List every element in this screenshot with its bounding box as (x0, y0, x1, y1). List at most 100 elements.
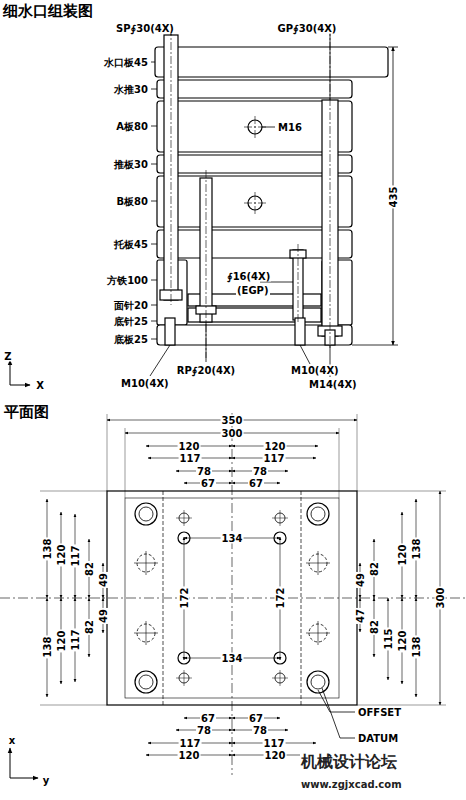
bolt-label: M10(4X) (290, 365, 340, 376)
dimension: 138 (411, 538, 422, 561)
part-label: ∮16(4X) (226, 271, 271, 282)
dimension: 138 (42, 636, 53, 659)
hole-cross (134, 621, 158, 645)
thread-label: M16 (277, 122, 303, 133)
dimension: 138 (411, 636, 422, 659)
part-label: SP∮30(4X) (115, 23, 175, 34)
dimension: 82 (84, 561, 95, 577)
axis-label: y (42, 775, 51, 786)
hole-cross (306, 621, 330, 645)
note-label: OFFSET (357, 707, 402, 718)
extension-line (357, 414, 358, 491)
axis-label: Z (3, 351, 12, 362)
plate-label: 方铁100 (106, 275, 149, 286)
front-centerlines (171, 28, 330, 358)
plate-label: 面针20 (113, 300, 149, 311)
extension-line (40, 491, 107, 492)
dimension: 67 (248, 713, 264, 724)
dimension: 117 (263, 738, 286, 749)
plan-centerlines (0, 413, 466, 775)
dimension: 49 (98, 572, 109, 588)
dimension-lines (40, 414, 446, 755)
pin-hole (311, 675, 325, 689)
dimension: 120 (264, 441, 287, 452)
dimension: 172 (179, 587, 190, 610)
front-leaders (150, 34, 398, 377)
guide-bush-hole (307, 671, 329, 693)
pin-hole (139, 507, 153, 521)
dimension: 120 (397, 630, 408, 653)
dimension: 78 (252, 466, 268, 477)
dimension: 82 (84, 619, 95, 635)
watermark: www.zgjxcad.com (300, 779, 403, 790)
dimension: 120 (56, 544, 67, 567)
extension-line (357, 705, 446, 706)
plate-label: 水推30 (113, 84, 149, 95)
axes (10, 360, 38, 778)
dimension: 67 (200, 713, 216, 724)
dimension: 120 (178, 441, 201, 452)
guide-bush-hole (307, 503, 329, 525)
dimension: 435 (388, 186, 399, 209)
guide-bush-hole (135, 671, 157, 693)
extension-line (357, 491, 446, 492)
hole-cross (176, 670, 192, 686)
pin-hole (139, 675, 153, 689)
plate-label: 推板30 (113, 159, 149, 170)
dimension: 350 (221, 415, 244, 426)
dimension: 117 (179, 453, 202, 464)
front-view (155, 35, 388, 345)
dimension: 78 (196, 725, 212, 736)
plate-label: 底针25 (113, 316, 149, 327)
dimension: 134 (221, 533, 244, 544)
hole-cross (272, 510, 288, 526)
dimension: 134 (221, 653, 244, 664)
extension-line (107, 414, 108, 491)
watermark: 机械设计论坛 (300, 753, 398, 771)
bolt-label: M10(4X) (120, 378, 170, 389)
note-label: DATUM (357, 733, 399, 744)
dimension: 172 (275, 587, 286, 610)
dimension: 47 (355, 608, 366, 624)
dimension: 117 (179, 738, 202, 749)
bolt-label: M14(4X) (308, 379, 358, 390)
guide-bush-hole (135, 503, 157, 525)
axis-label: x (8, 735, 16, 746)
dimension: 67 (200, 478, 216, 489)
dimension: 115 (383, 628, 394, 651)
part-label: (EGP) (236, 285, 270, 296)
hole-cross (176, 510, 192, 526)
dimension: 300 (435, 587, 446, 610)
dimension: 49 (98, 608, 109, 624)
dimension: 120 (264, 750, 287, 761)
dimension: 120 (178, 750, 201, 761)
plate-label: 底板25 (113, 334, 149, 345)
extension-line (339, 428, 340, 498)
dimension: 49 (355, 572, 366, 588)
drawing-title: 细水口组装图 (3, 2, 93, 21)
dimension: 78 (196, 466, 212, 477)
dimension: 117 (263, 453, 286, 464)
plate-label: B板80 (115, 196, 149, 207)
extension-line (40, 705, 107, 706)
plate-label: 托板45 (113, 239, 149, 250)
dimension: 78 (252, 725, 268, 736)
hole-cross (134, 551, 158, 575)
offset-leaders (318, 688, 355, 738)
dimension: 82 (369, 561, 380, 577)
dimension: 120 (397, 544, 408, 567)
plate-label: A板80 (115, 121, 149, 132)
extension-line (125, 428, 126, 498)
hole-cross (272, 670, 288, 686)
dimension: 117 (70, 629, 81, 652)
pin-hole (311, 507, 325, 521)
hole-cross (306, 551, 330, 575)
dimension: 117 (70, 545, 81, 568)
dimension: 300 (221, 428, 244, 439)
dimension: 67 (248, 478, 264, 489)
part-label: RP∮20(4X) (176, 365, 236, 376)
dimension: 120 (56, 630, 67, 653)
part-label: GP∮30(4X) (277, 23, 338, 34)
